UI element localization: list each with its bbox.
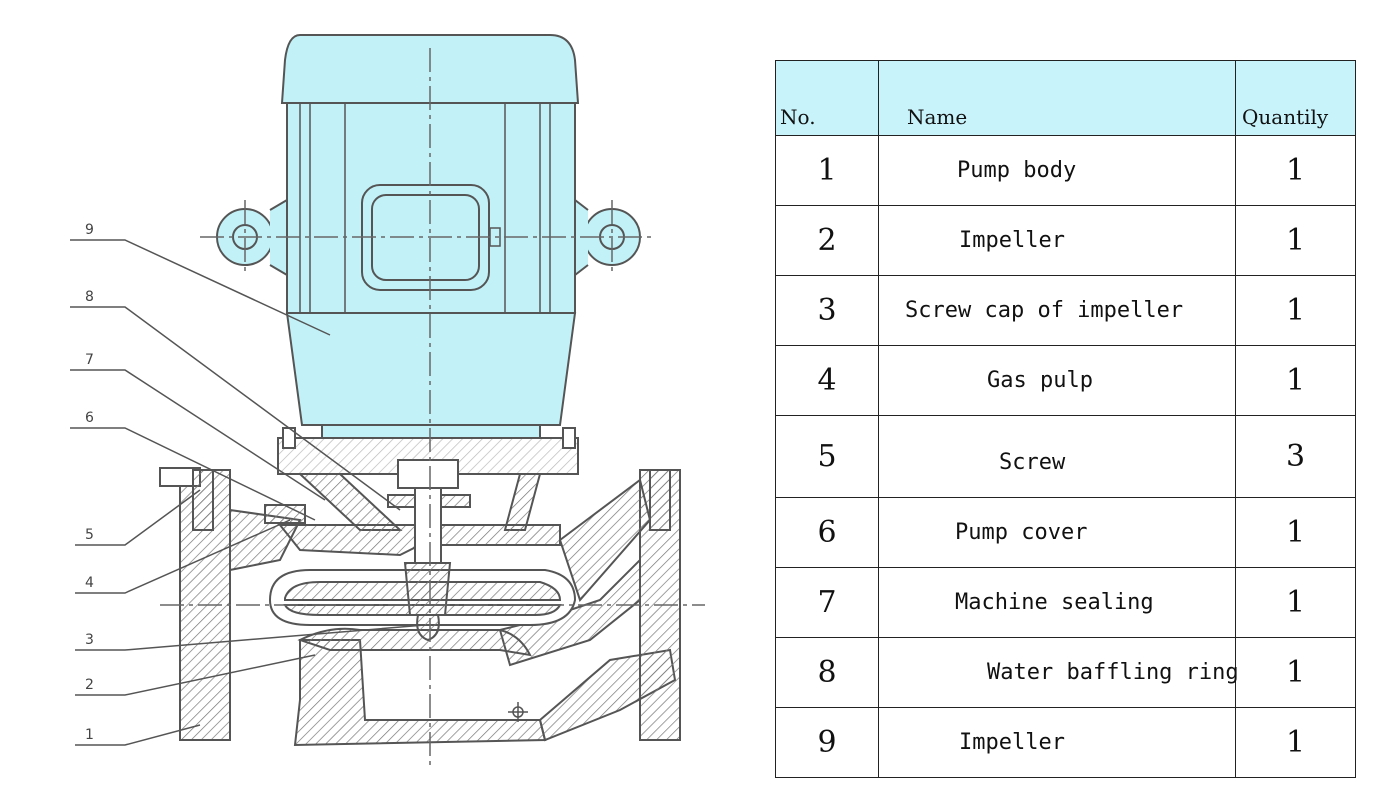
callout-5: 5 (85, 527, 94, 543)
row-qty: 1 (1235, 637, 1356, 708)
table-header-row: No. Name Quantily (775, 60, 1356, 136)
callout-3: 3 (85, 632, 94, 648)
motor (216, 34, 641, 439)
leader-lines (70, 239, 426, 746)
row-qty: 1 (1235, 707, 1356, 778)
row-name: Pump body (878, 135, 1236, 206)
row-no: 9 (775, 707, 879, 778)
target-mark (508, 702, 528, 722)
row-no: 3 (775, 275, 879, 346)
row-name: Screw (878, 415, 1236, 498)
table-row: 8 Water baffling ring 1 (775, 637, 1356, 708)
callout-4: 4 (85, 575, 94, 591)
row-qty: 1 (1235, 135, 1356, 206)
row-name: Gas pulp (878, 345, 1236, 416)
table-row: 5 Screw 3 (775, 415, 1356, 498)
header-name: Name (878, 60, 1236, 136)
table-row: 2 Impeller 1 (775, 205, 1356, 276)
row-name: Water baffling ring (878, 637, 1239, 708)
table-row: 4 Gas pulp 1 (775, 345, 1356, 416)
row-no: 2 (775, 205, 879, 276)
table-row: 9 Impeller 1 (775, 707, 1356, 778)
center-lines (160, 48, 705, 770)
row-no: 4 (775, 345, 879, 416)
callout-2: 2 (85, 677, 94, 693)
callout-7: 7 (85, 352, 94, 368)
row-qty: 1 (1235, 567, 1356, 638)
parts-table: No. Name Quantily 1 Pump body 1 2 Impell… (775, 60, 1356, 778)
callout-6: 6 (85, 410, 94, 426)
row-name: Impeller (878, 205, 1236, 276)
callout-8: 8 (85, 289, 94, 305)
table-row: 7 Machine sealing 1 (775, 567, 1356, 638)
row-name: Screw cap of impeller (878, 275, 1236, 346)
row-no: 8 (775, 637, 879, 708)
header-no: No. (775, 60, 879, 136)
table-row: 6 Pump cover 1 (775, 497, 1356, 568)
callout-labels: 9 8 7 6 5 4 3 2 1 (85, 222, 94, 743)
callout-9: 9 (85, 222, 94, 238)
row-no: 7 (775, 567, 879, 638)
row-qty: 1 (1235, 275, 1356, 346)
row-name: Impeller (878, 707, 1236, 778)
row-no: 1 (775, 135, 879, 206)
callout-1: 1 (85, 727, 94, 743)
bolts (192, 427, 671, 531)
row-name: Pump cover (878, 497, 1236, 568)
row-no: 5 (775, 415, 879, 498)
row-qty: 1 (1235, 205, 1356, 276)
table-row: 3 Screw cap of impeller 1 (775, 275, 1356, 346)
row-qty: 3 (1235, 415, 1356, 498)
pump-section-drawing: 9 8 7 6 5 4 3 2 1 (70, 34, 705, 770)
shaft (397, 459, 459, 642)
row-no: 6 (775, 497, 879, 568)
row-qty: 1 (1235, 345, 1356, 416)
row-name: Machine sealing (878, 567, 1236, 638)
header-quantity: Quantily (1235, 60, 1356, 136)
table-row: 1 Pump body 1 (775, 135, 1356, 206)
row-qty: 1 (1235, 497, 1356, 568)
